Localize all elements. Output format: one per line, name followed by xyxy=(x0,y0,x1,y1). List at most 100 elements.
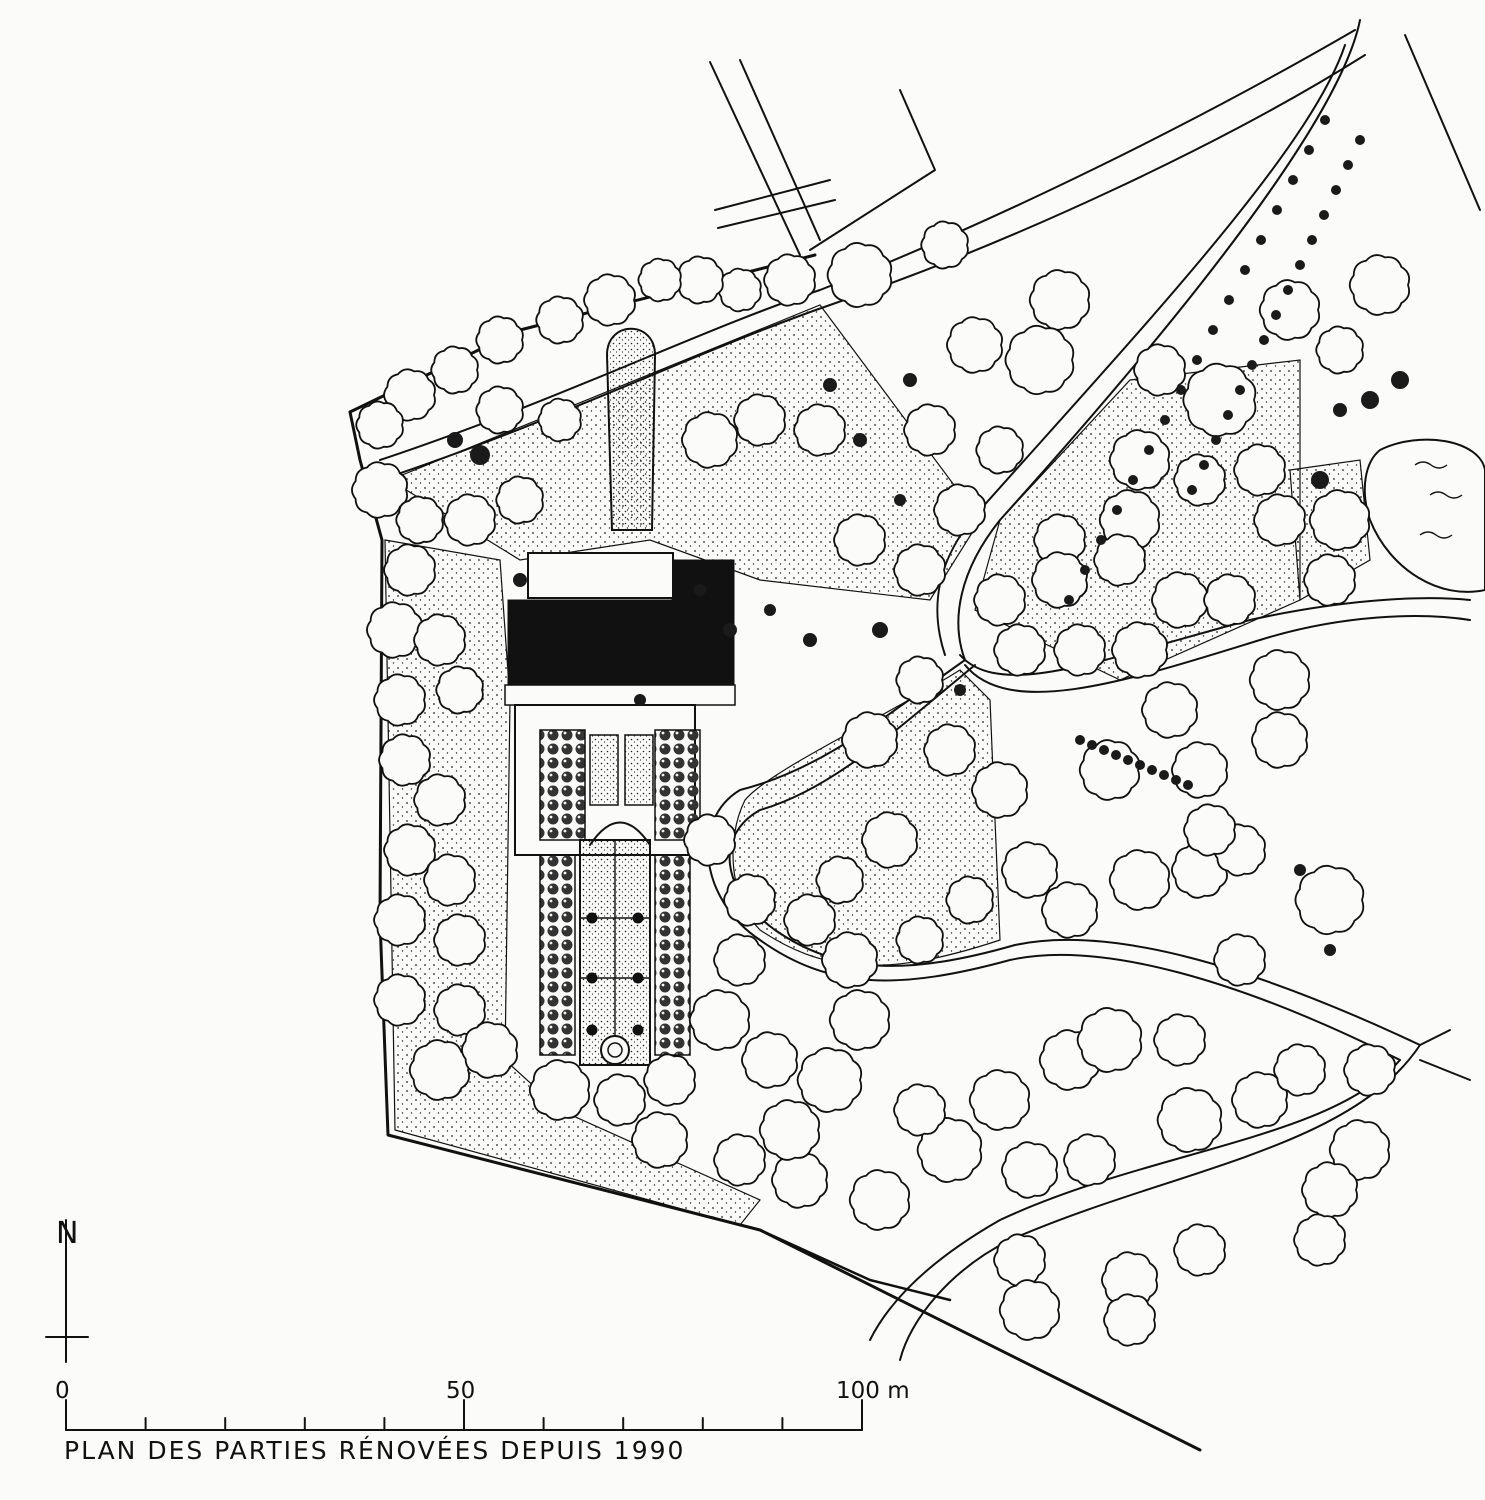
tree-canopy xyxy=(763,253,816,307)
tree-canopy xyxy=(975,425,1024,475)
tree-canopy xyxy=(1293,1213,1346,1267)
shrub xyxy=(1247,360,1257,370)
shrub xyxy=(634,694,646,706)
tree-canopy xyxy=(355,400,404,450)
shrub xyxy=(1128,475,1138,485)
shrub xyxy=(723,623,737,637)
shrub xyxy=(1112,505,1122,515)
shrub xyxy=(764,604,776,616)
tree-canopy xyxy=(1348,254,1411,316)
shrub xyxy=(1294,864,1306,876)
tree-canopy xyxy=(475,315,524,365)
shrub xyxy=(1096,535,1106,545)
tree-canopy xyxy=(593,1073,646,1127)
tree-canopies xyxy=(351,220,1411,1347)
tree-canopy xyxy=(1153,1013,1206,1067)
tree-canopy xyxy=(1203,573,1256,627)
tree-canopy xyxy=(675,255,724,305)
tree-canopy xyxy=(848,1169,911,1231)
tree-canopy xyxy=(903,403,956,457)
tree-canopy xyxy=(683,813,736,867)
shrub xyxy=(1240,265,1250,275)
tree-canopy xyxy=(920,220,969,270)
tree-canopy xyxy=(1171,741,1228,799)
scale-label-100: 100 m xyxy=(836,1378,910,1404)
tree-canopy xyxy=(583,273,636,327)
shrub xyxy=(1331,185,1341,195)
shrub xyxy=(694,584,706,596)
chateau-building xyxy=(504,552,736,706)
shrub xyxy=(1256,235,1266,245)
tree-canopy xyxy=(793,403,846,457)
tree-canopy xyxy=(993,623,1046,677)
tree-canopy xyxy=(893,1083,946,1137)
shrub xyxy=(954,684,966,696)
shrub xyxy=(1135,760,1145,770)
tree-canopy xyxy=(783,893,836,947)
shrub xyxy=(803,633,817,647)
plan-caption: PLAN DES PARTIES RÉNOVÉES DEPUIS 1990 xyxy=(64,1436,686,1465)
tree-canopy xyxy=(713,933,766,987)
tree-canopy xyxy=(1182,362,1257,438)
tree-canopy xyxy=(1173,453,1226,507)
street-lines xyxy=(709,34,1481,256)
formal-parterre xyxy=(514,704,701,1066)
tree-canopy xyxy=(378,733,431,787)
tree-canopy xyxy=(717,267,762,313)
tree-canopy xyxy=(1028,269,1091,331)
tree-canopy xyxy=(741,1031,798,1089)
tree-canopy xyxy=(815,855,864,905)
shrub xyxy=(1283,285,1293,295)
tree-canopy xyxy=(826,242,893,308)
tree-canopy xyxy=(366,601,423,659)
shrub xyxy=(894,494,906,506)
shrub xyxy=(1111,750,1121,760)
shrub xyxy=(1099,745,1109,755)
tree-canopy xyxy=(916,1117,983,1183)
tree-canopy xyxy=(1108,849,1171,911)
shrub xyxy=(1320,115,1330,125)
tree-canopy xyxy=(895,655,944,705)
tree-canopy xyxy=(408,1039,471,1101)
tree-canopy xyxy=(713,1133,766,1187)
shrub xyxy=(1361,391,1379,409)
shrub xyxy=(1319,210,1329,220)
tree-canopy xyxy=(821,931,878,989)
scale-label-50: 50 xyxy=(446,1378,476,1404)
shrub xyxy=(1324,944,1336,956)
north-arrow-icon xyxy=(45,1219,89,1363)
shrub xyxy=(1333,403,1347,417)
tree-canopy xyxy=(1078,739,1141,801)
shrub xyxy=(1192,355,1202,365)
shrub xyxy=(903,373,917,387)
tree-canopy xyxy=(1001,841,1058,899)
tree-canopy xyxy=(1053,623,1106,677)
shrub xyxy=(1224,295,1234,305)
tree-canopy xyxy=(1248,649,1311,711)
tree-canopy xyxy=(423,853,476,907)
tree-canopy xyxy=(681,411,738,469)
shrub xyxy=(1147,765,1157,775)
tree-canopy xyxy=(1251,711,1308,769)
tree-canopy xyxy=(475,385,524,435)
tree-canopy xyxy=(796,1047,863,1113)
shrub xyxy=(1272,205,1282,215)
tree-canopy xyxy=(373,973,426,1027)
tree-canopy xyxy=(395,495,444,545)
pond xyxy=(1363,438,1485,593)
shrub xyxy=(1144,445,1154,455)
tree-canopy xyxy=(495,475,544,525)
tree-canopy xyxy=(688,989,751,1051)
tree-canopy xyxy=(861,811,918,869)
tree-canopy xyxy=(1315,325,1364,375)
tree-canopy xyxy=(537,397,582,443)
shrub xyxy=(1208,325,1218,335)
tree-canopy xyxy=(771,1151,828,1209)
tree-canopy xyxy=(1108,429,1171,491)
tree-canopy xyxy=(643,1053,696,1107)
tree-canopy xyxy=(1253,493,1306,547)
shrub xyxy=(1160,415,1170,425)
tree-canopy xyxy=(383,823,436,877)
shrub-plantings xyxy=(447,115,1409,956)
